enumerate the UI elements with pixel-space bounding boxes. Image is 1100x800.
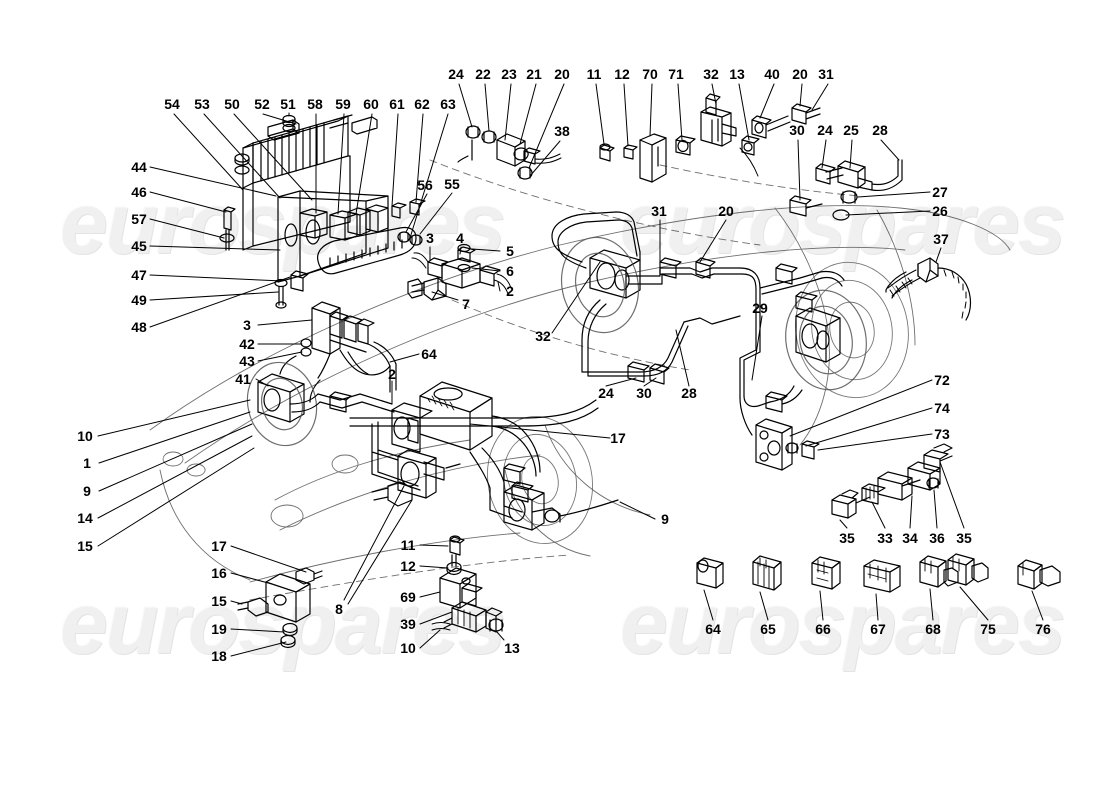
callout-number-10: 10: [400, 640, 416, 656]
callout-number-56: 56: [417, 177, 433, 193]
watermark-text: eurospares: [60, 576, 506, 672]
callout-number-67: 67: [870, 621, 886, 637]
callout-number-16: 16: [211, 565, 227, 581]
callout-number-20: 20: [718, 203, 734, 219]
callout-number-68: 68: [925, 621, 941, 637]
callout-number-52: 52: [254, 96, 270, 112]
callout-number-15: 15: [77, 538, 93, 554]
callout-number-28: 28: [681, 385, 697, 401]
callout-number-11: 11: [586, 66, 602, 82]
callout-number-43: 43: [239, 353, 255, 369]
callout-number-59: 59: [335, 96, 351, 112]
callout-number-46: 46: [131, 184, 147, 200]
callout-number-73: 73: [934, 426, 950, 442]
callout-number-69: 69: [400, 589, 416, 605]
callout-number-24: 24: [448, 66, 464, 82]
callout-number-7: 7: [462, 296, 470, 312]
callout-number-40: 40: [764, 66, 780, 82]
callout-number-14: 14: [77, 510, 93, 526]
callout-number-30: 30: [789, 122, 805, 138]
callout-number-19: 19: [211, 621, 227, 637]
callout-number-44: 44: [131, 159, 147, 175]
callout-number-25: 25: [843, 122, 859, 138]
callout-number-32: 32: [535, 328, 551, 344]
callout-number-31: 31: [818, 66, 834, 82]
callout-number-64: 64: [421, 346, 437, 362]
callout-number-17: 17: [610, 430, 626, 446]
callout-number-57: 57: [131, 211, 147, 227]
callout-number-13: 13: [504, 640, 520, 656]
callout-number-11: 11: [400, 537, 416, 553]
callout-number-48: 48: [131, 319, 147, 335]
callout-number-74: 74: [934, 400, 950, 416]
callout-number-17: 17: [211, 538, 227, 554]
callout-number-38: 38: [554, 123, 570, 139]
callout-number-33: 33: [877, 530, 893, 546]
callout-number-45: 45: [131, 238, 147, 254]
callout-number-72: 72: [934, 372, 950, 388]
callout-number-55: 55: [444, 176, 460, 192]
callout-number-49: 49: [131, 292, 147, 308]
callout-number-9: 9: [661, 511, 669, 527]
callout-number-60: 60: [363, 96, 379, 112]
callout-number-58: 58: [307, 96, 323, 112]
callout-number-20: 20: [792, 66, 808, 82]
callout-number-71: 71: [668, 66, 684, 82]
callout-number-66: 66: [815, 621, 831, 637]
callout-number-62: 62: [414, 96, 430, 112]
watermark-text: eurospares: [60, 176, 506, 272]
callout-number-20: 20: [554, 66, 570, 82]
callout-number-8: 8: [335, 601, 343, 617]
callout-number-31: 31: [651, 203, 667, 219]
callout-number-26: 26: [932, 203, 948, 219]
callout-number-13: 13: [729, 66, 745, 82]
callout-number-54: 54: [164, 96, 180, 112]
callout-number-64: 64: [705, 621, 721, 637]
callout-number-76: 76: [1035, 621, 1051, 637]
callout-number-5: 5: [506, 243, 514, 259]
callout-number-15: 15: [211, 593, 227, 609]
callout-number-41: 41: [235, 371, 251, 387]
callout-number-1: 1: [83, 455, 91, 471]
callout-number-24: 24: [598, 385, 614, 401]
callout-number-24: 24: [817, 122, 833, 138]
callout-number-34: 34: [902, 530, 918, 546]
callout-number-2: 2: [388, 366, 396, 382]
callout-number-32: 32: [703, 66, 719, 82]
callout-number-36: 36: [929, 530, 945, 546]
callout-number-6: 6: [506, 263, 514, 279]
callout-number-42: 42: [239, 336, 255, 352]
callout-number-35: 35: [839, 530, 855, 546]
callout-number-3: 3: [426, 230, 434, 246]
callout-number-37: 37: [933, 231, 949, 247]
callout-number-35: 35: [956, 530, 972, 546]
callout-number-10: 10: [77, 428, 93, 444]
callout-number-29: 29: [752, 300, 768, 316]
callout-number-65: 65: [760, 621, 776, 637]
callout-number-18: 18: [211, 648, 227, 664]
callout-number-53: 53: [194, 96, 210, 112]
callout-number-75: 75: [980, 621, 996, 637]
callout-number-12: 12: [400, 558, 416, 574]
callout-number-51: 51: [280, 96, 296, 112]
callout-number-27: 27: [932, 184, 948, 200]
callout-number-12: 12: [614, 66, 630, 82]
callout-number-23: 23: [501, 66, 517, 82]
callout-number-21: 21: [526, 66, 542, 82]
callout-number-63: 63: [440, 96, 456, 112]
callout-number-39: 39: [400, 616, 416, 632]
callout-number-28: 28: [872, 122, 888, 138]
callout-number-22: 22: [475, 66, 491, 82]
callout-number-9: 9: [83, 483, 91, 499]
watermark-text: eurospares: [620, 576, 1066, 672]
callout-number-30: 30: [636, 385, 652, 401]
callout-number-4: 4: [456, 230, 464, 246]
callout-number-61: 61: [389, 96, 405, 112]
callout-number-2: 2: [506, 283, 514, 299]
callout-number-3: 3: [243, 317, 251, 333]
callout-number-47: 47: [131, 267, 147, 283]
callout-number-70: 70: [642, 66, 658, 82]
callout-number-50: 50: [224, 96, 240, 112]
